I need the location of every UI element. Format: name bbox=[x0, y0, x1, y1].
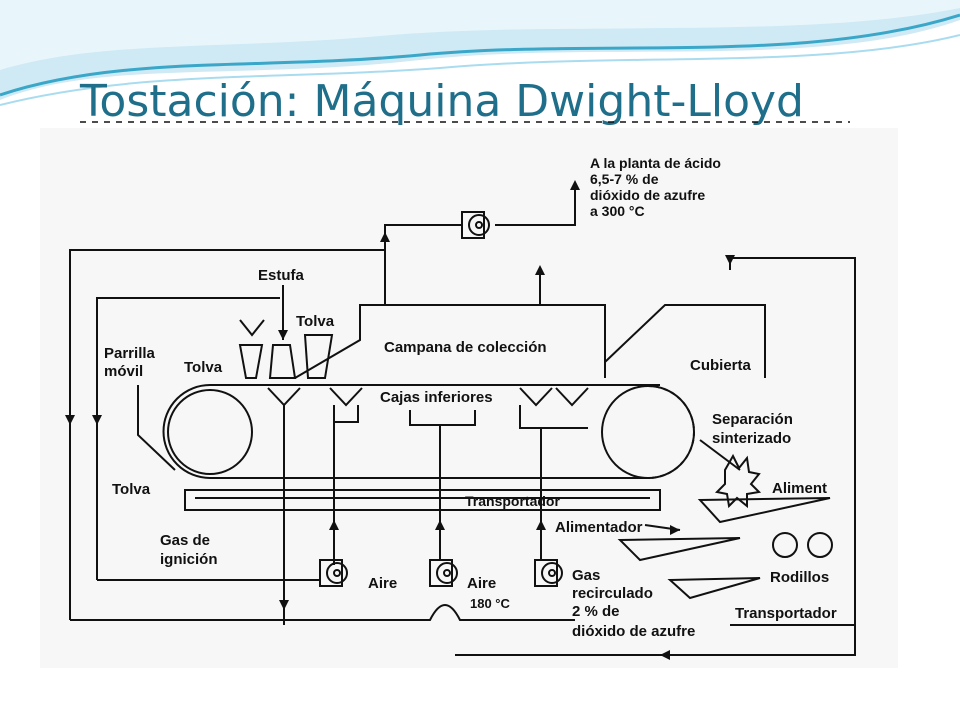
arrow-down-outer bbox=[65, 415, 75, 425]
arrow-up-plant bbox=[570, 180, 580, 190]
label-estufa: Estufa bbox=[258, 267, 305, 284]
arrow-down-right bbox=[725, 255, 735, 265]
wave-line-dark bbox=[0, 13, 960, 97]
arrow-up-air-1 bbox=[329, 520, 339, 530]
wave-line-light bbox=[0, 34, 960, 106]
arrow-up-recirc bbox=[536, 520, 546, 530]
tolva-hopper-left bbox=[238, 344, 264, 379]
label-gas-recirc-1: Gas bbox=[572, 567, 600, 584]
label-acid-plant-2: 6,5-7 % de bbox=[590, 171, 659, 187]
bottom-return-line bbox=[455, 600, 856, 656]
label-gas-recirc-2: recirculado bbox=[572, 585, 653, 602]
left-drum bbox=[167, 389, 253, 475]
wave-fill-light bbox=[0, 0, 960, 70]
belt-left-curve bbox=[162, 384, 211, 479]
arrow-alimentador bbox=[670, 525, 680, 535]
label-acid-plant-4: a 300 °C bbox=[590, 203, 645, 219]
exhaust-fan-icon bbox=[461, 211, 490, 239]
rodillo-2 bbox=[807, 532, 833, 558]
label-parrilla-1: Parrilla bbox=[104, 345, 156, 362]
arrow-down-ignition bbox=[279, 600, 289, 610]
label-tolva-bottom: Tolva bbox=[112, 481, 151, 498]
arrow-bottom-return bbox=[660, 650, 670, 660]
exhaust-duct-left bbox=[384, 224, 462, 305]
label-gas-ignicion-1: Gas de bbox=[160, 532, 210, 549]
conveyor-tray bbox=[667, 577, 761, 600]
label-cajas: Cajas inferiores bbox=[380, 389, 493, 406]
label-separacion-1: Separación bbox=[712, 411, 793, 428]
aliment-tray bbox=[697, 497, 831, 524]
outer-loop-line bbox=[69, 249, 385, 620]
arrow-up-duct-right bbox=[535, 265, 545, 275]
separation-arrow bbox=[699, 439, 741, 471]
label-tolva-top: Tolva bbox=[296, 313, 335, 330]
fan-recirc-icon bbox=[534, 559, 563, 587]
fan-aire-1-icon bbox=[319, 559, 348, 587]
label-gas-recirc-4: dióxido de azufre bbox=[572, 623, 695, 640]
rodillo-1 bbox=[772, 532, 798, 558]
slide-title: Tostación: Máquina Dwight-Lloyd bbox=[80, 76, 804, 127]
tolva-feed-line bbox=[137, 385, 176, 471]
tolva-hopper-top bbox=[303, 334, 334, 379]
label-aliment: Aliment bbox=[772, 480, 827, 497]
windbox-3 bbox=[519, 387, 589, 429]
transportador-conveyor bbox=[184, 489, 661, 511]
right-drum-dash bbox=[647, 385, 695, 479]
label-rodillos: Rodillos bbox=[770, 569, 829, 586]
sinter-cake-icon bbox=[714, 453, 762, 509]
label-aire-2-temp: 180 °C bbox=[470, 596, 511, 611]
alimentador-tray bbox=[617, 537, 741, 562]
label-acid-plant-1: A la planta de ácido bbox=[590, 155, 721, 171]
exhaust-duct-to-plant bbox=[495, 190, 576, 226]
label-campana: Campana de colección bbox=[384, 339, 547, 356]
label-tolva-left: Tolva bbox=[184, 359, 223, 376]
label-aire-1: Aire bbox=[368, 575, 397, 592]
arrow-down-inner bbox=[92, 415, 102, 425]
duct-air-2 bbox=[409, 410, 476, 560]
inner-loop-line bbox=[96, 297, 280, 580]
label-transportador-mid: Transportador bbox=[465, 493, 560, 509]
label-gas-ignicion-2: ignición bbox=[160, 551, 218, 568]
bottom-header-line bbox=[70, 604, 575, 621]
arrow-up-air-2 bbox=[435, 520, 445, 530]
right-drum bbox=[601, 385, 695, 479]
fan-aire-2-icon bbox=[429, 559, 458, 587]
estufa-burner bbox=[268, 344, 297, 379]
label-alimentador: Alimentador bbox=[555, 519, 643, 536]
cubierta-cover bbox=[604, 304, 766, 378]
windbox-1 bbox=[267, 387, 301, 407]
label-gas-recirc-3: 2 % de bbox=[572, 603, 620, 620]
campana-hood bbox=[294, 304, 606, 379]
label-cubierta: Cubierta bbox=[690, 357, 752, 374]
arrow-up-duct-left bbox=[380, 232, 390, 242]
label-transportador-bottom: Transportador bbox=[735, 605, 837, 622]
label-separacion-2: sinterizado bbox=[712, 430, 791, 447]
label-aire-2: Aire bbox=[467, 575, 496, 592]
windbox-2 bbox=[329, 387, 363, 423]
label-acid-plant-3: dióxido de azufre bbox=[590, 187, 705, 203]
feed-chute bbox=[239, 319, 265, 337]
flow-arrows bbox=[65, 180, 735, 660]
arrow-down-estufa bbox=[278, 330, 288, 340]
label-parrilla-2: móvil bbox=[104, 363, 143, 380]
